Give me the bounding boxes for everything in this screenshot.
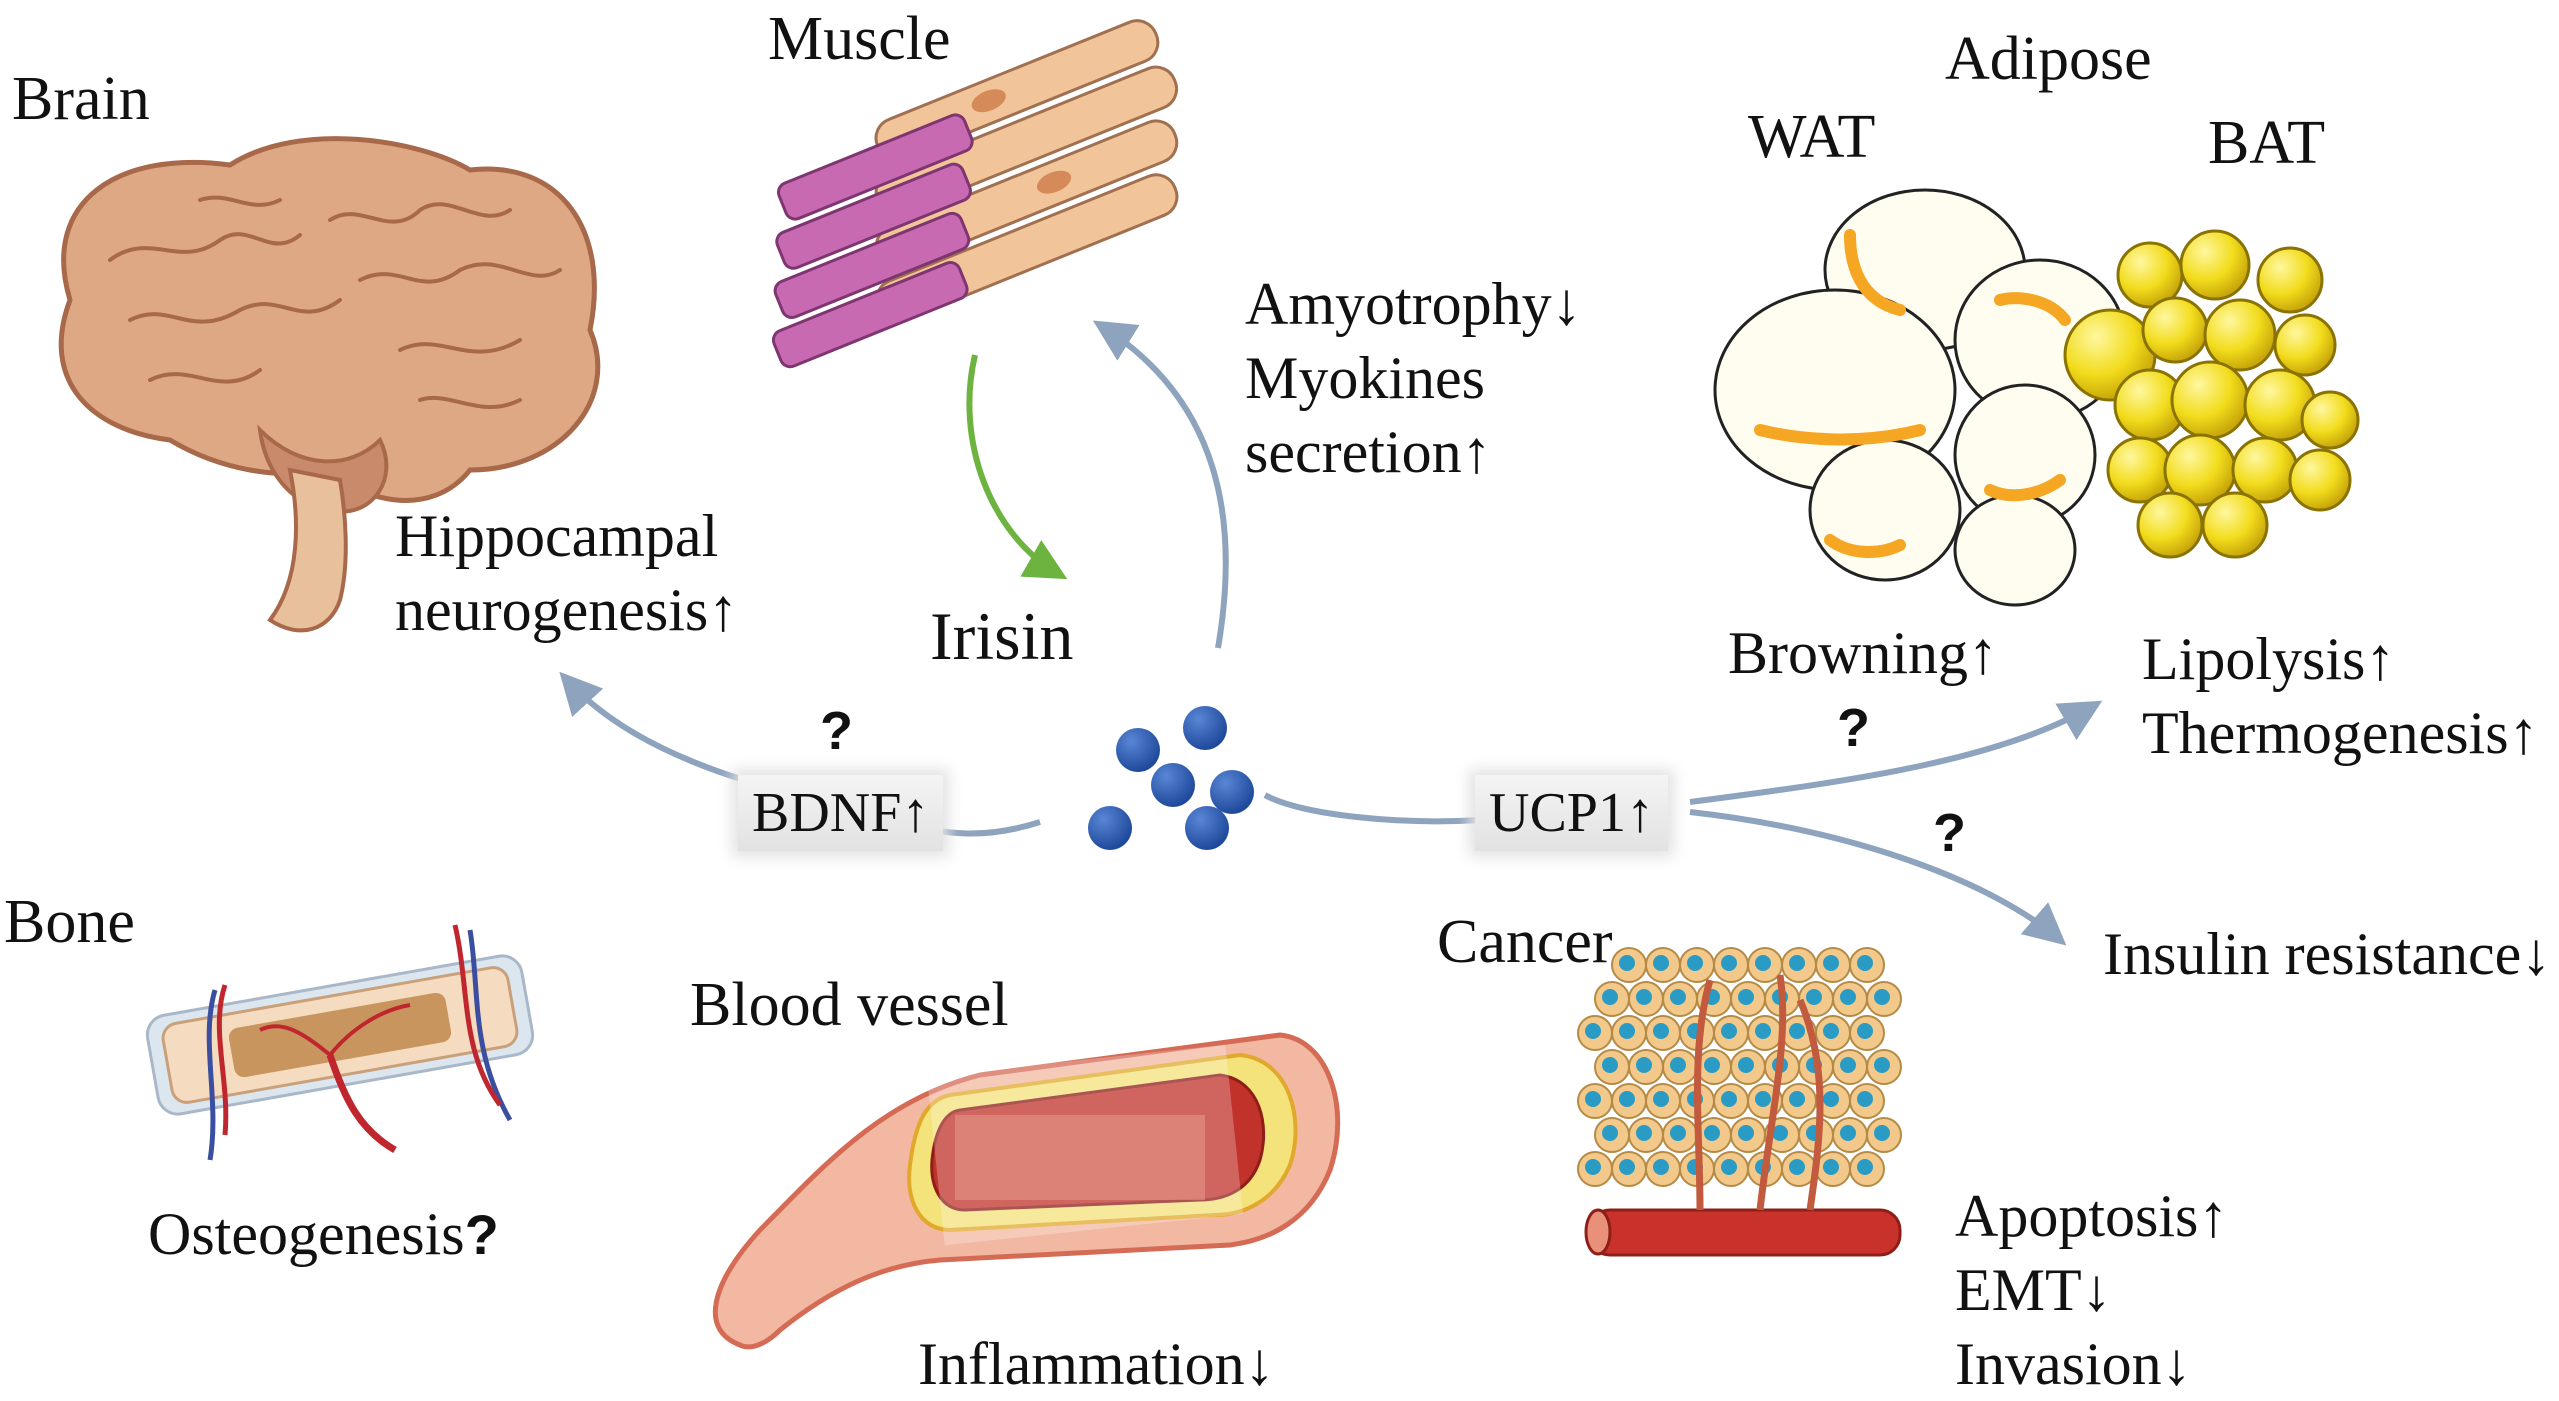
cancer-cell-nucleus — [1653, 955, 1669, 971]
cancer-cell-nucleus — [1636, 989, 1652, 1005]
cancer-cell-nucleus — [1789, 955, 1805, 971]
bat-illustration — [2063, 229, 2360, 559]
cancer-cell-nucleus — [1585, 1023, 1601, 1039]
cancer-cell-nucleus — [1585, 1091, 1601, 1107]
question-mark-insulin: ? — [1933, 803, 1966, 863]
effect-insulin: Insulin resistance↓ — [2103, 921, 2552, 987]
cancer-cell-nucleus — [1602, 989, 1618, 1005]
cancer-cell-nucleus — [1602, 1057, 1618, 1073]
cancer-cell-nucleus — [1653, 1091, 1669, 1107]
label-blood-vessel: Blood vessel — [690, 971, 1009, 1039]
wat-lipid-streaks — [1754, 229, 2071, 558]
cancer-cell-nucleus — [1823, 1023, 1839, 1039]
mediator-ucp1: UCP1↑ — [1475, 775, 1668, 851]
cancer-cell-nucleus — [1755, 955, 1771, 971]
effect-cancer-line2: EMT↓ — [1955, 1257, 2112, 1323]
cancer-cell-nucleus — [1704, 1125, 1720, 1141]
cancer-cell-nucleus — [1857, 1159, 1873, 1175]
effect-vessel: Inflammation↓ — [918, 1331, 1275, 1397]
cancer-cell-nucleus — [1857, 1091, 1873, 1107]
effect-browning: Browning↑ — [1728, 620, 1998, 686]
cancer-cell-nucleus — [1857, 1023, 1873, 1039]
effect-bat-line1: Lipolysis↑ — [2142, 626, 2396, 692]
blood-vessel-illustration — [712, 1032, 1341, 1350]
cancer-cell-nucleus — [1585, 1159, 1601, 1175]
cancer-cell-nucleus — [1755, 1091, 1771, 1107]
cancer-cell-nucleus — [1823, 1159, 1839, 1175]
arrow-ucp1-to-bat — [1689, 700, 2103, 805]
effect-bat-line2: Thermogenesis↑ — [2142, 700, 2539, 766]
cancer-cell-nucleus — [1789, 1023, 1805, 1039]
cancer-blood-vessel — [1584, 974, 1902, 1257]
cancer-cell-nucleus — [1636, 1057, 1652, 1073]
cancer-cell-nucleus — [1772, 1125, 1788, 1141]
effect-muscle-line3: secretion↑ — [1245, 419, 1492, 485]
arrow-muscle-to-irisin — [966, 354, 1068, 580]
cancer-illustration — [1577, 947, 1902, 1187]
cancer-cell-nucleus — [1738, 989, 1754, 1005]
cancer-cell-nucleus — [1840, 1057, 1856, 1073]
cancer-cell-nucleus — [1789, 1091, 1805, 1107]
cancer-cell-nucleus — [1823, 1091, 1839, 1107]
label-brain: Brain — [12, 65, 150, 133]
cancer-cell-nucleus — [1823, 955, 1839, 971]
arrow-irisin-to-ucp1 — [1263, 792, 1481, 825]
cancer-cell-nucleus — [1755, 1023, 1771, 1039]
effect-muscle-line2: Myokines — [1245, 345, 1485, 411]
cancer-cell-nucleus — [1874, 1125, 1890, 1141]
cancer-cell-nucleus — [1840, 1125, 1856, 1141]
mediator-bdnf: BDNF↑ — [738, 775, 944, 851]
cancer-cell-nucleus — [1653, 1023, 1669, 1039]
cancer-cell-nucleus — [1619, 1023, 1635, 1039]
label-adipose: Adipose — [1945, 25, 2152, 93]
effect-bone-text: Osteogenesis — [148, 1201, 465, 1267]
muscle-illustration — [771, 19, 1179, 369]
cancer-cell-nucleus — [1670, 1125, 1686, 1141]
cancer-cell-nucleus — [1619, 1159, 1635, 1175]
cancer-cell-nucleus — [1619, 1091, 1635, 1107]
cancer-cell-nucleus — [1738, 1125, 1754, 1141]
irisin-molecules — [1088, 706, 1254, 850]
question-mark-bone: ? — [464, 1203, 499, 1266]
bone-illustration — [145, 924, 535, 1161]
cancer-cell-nucleus — [1721, 1023, 1737, 1039]
cancer-cell-nucleus — [1721, 1159, 1737, 1175]
cancer-cell-nucleus — [1738, 1057, 1754, 1073]
cancer-cell-nucleus — [1721, 1091, 1737, 1107]
label-cancer: Cancer — [1437, 908, 1613, 976]
cancer-cell-nucleus — [1687, 955, 1703, 971]
cancer-cell-nucleus — [1670, 989, 1686, 1005]
cancer-cell-nucleus — [1840, 989, 1856, 1005]
cancer-cell-nucleus — [1619, 955, 1635, 971]
effect-bone: Osteogenesis? — [148, 1198, 499, 1271]
label-bat: BAT — [2208, 109, 2326, 177]
arrow-ucp1-to-insulin — [1689, 809, 2067, 946]
arrow-irisin-to-muscle — [1092, 320, 1229, 649]
question-mark-bdnf: ? — [820, 701, 853, 761]
cancer-cell-nucleus — [1602, 1125, 1618, 1141]
cancer-cell-nucleus — [1806, 989, 1822, 1005]
effect-cancer-line3: Invasion↓ — [1955, 1331, 2192, 1397]
cancer-cell-nucleus — [1874, 989, 1890, 1005]
cancer-cell-nucleus — [1874, 1057, 1890, 1073]
label-bone: Bone — [4, 888, 135, 956]
brain-illustration — [58, 136, 601, 633]
cancer-cell-nucleus — [1653, 1159, 1669, 1175]
wat-illustration — [1713, 188, 2127, 607]
question-mark-browning: ? — [1837, 698, 1870, 758]
effect-hippocampal-line1: Hippocampal — [395, 503, 719, 569]
label-irisin: Irisin — [930, 598, 1074, 674]
cancer-cell-nucleus — [1670, 1057, 1686, 1073]
cancer-cell-nucleus — [1636, 1125, 1652, 1141]
effect-muscle-line1: Amyotrophy↓ — [1245, 271, 1582, 337]
effect-hippocampal-line2: neurogenesis↑ — [395, 577, 739, 643]
cancer-cell-nucleus — [1721, 955, 1737, 971]
effect-cancer-line1: Apoptosis↑ — [1955, 1183, 2229, 1249]
cancer-cell-nucleus — [1789, 1159, 1805, 1175]
label-wat: WAT — [1748, 103, 1876, 171]
cancer-cell-nucleus — [1857, 955, 1873, 971]
label-muscle: Muscle — [768, 5, 951, 73]
cancer-cell-nucleus — [1704, 1057, 1720, 1073]
